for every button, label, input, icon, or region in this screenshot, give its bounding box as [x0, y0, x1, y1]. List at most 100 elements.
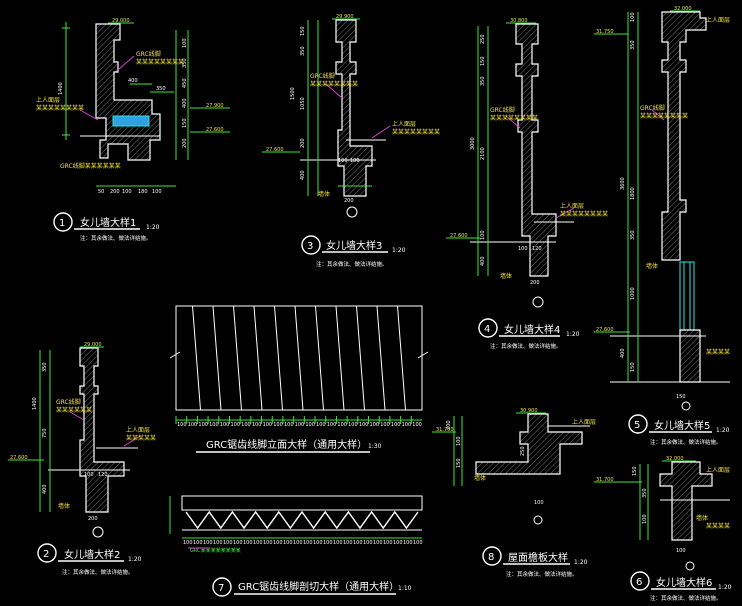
dim-text: 100: [209, 422, 219, 428]
dim-text: 100: [353, 540, 363, 546]
svg-text:200: 200: [446, 420, 452, 430]
svg-text:墙体: 墙体: [474, 474, 486, 482]
svg-text:450: 450: [182, 78, 188, 88]
svg-text:注：其余做法、做法详结施。: 注：其余做法、做法详结施。: [316, 260, 388, 268]
svg-text:350: 350: [630, 40, 636, 50]
svg-text:GRC线脚: GRC线脚: [640, 104, 665, 112]
parapet-section: [661, 11, 707, 261]
svg-text:27.600: 27.600: [10, 455, 28, 461]
svg-text:200: 200: [344, 198, 354, 204]
dim-text: 100: [343, 540, 353, 546]
svg-text:1:20: 1:20: [716, 427, 730, 434]
svg-text:30.800: 30.800: [510, 18, 528, 24]
detail-1: 1400 100 350 450 400 150 200 50 200 100 …: [36, 18, 230, 242]
dim-text: 100: [393, 540, 403, 546]
dim-text: 100: [412, 422, 422, 428]
dim-text: 100: [402, 422, 412, 428]
svg-text:350: 350: [182, 58, 188, 68]
dim-text: 100: [203, 540, 213, 546]
svg-text:注：其余做法、做法详结施。: 注：其余做法、做法详结施。: [62, 568, 134, 576]
svg-text:100: 100: [350, 158, 360, 164]
dim-text: 100: [177, 422, 187, 428]
svg-text:200: 200: [182, 138, 188, 148]
svg-text:6: 6: [636, 577, 642, 588]
dim-text: 100: [403, 540, 413, 546]
dim-text: 100: [370, 422, 380, 428]
svg-text:31.700: 31.700: [436, 427, 454, 433]
svg-text:3: 3: [307, 241, 313, 252]
dim-text: 100: [333, 540, 343, 546]
dim-text: 100: [273, 540, 283, 546]
dim-text: 100: [373, 540, 383, 546]
parapet-section: [335, 19, 373, 197]
svg-text:120: 120: [98, 472, 108, 478]
svg-text:某某某某某某: 某某某某某某: [56, 407, 92, 414]
svg-text:100: 100: [84, 472, 94, 478]
svg-text:1050: 1050: [300, 97, 306, 110]
svg-text:1:20: 1:20: [574, 559, 588, 566]
svg-text:350: 350: [156, 86, 166, 92]
panel-joint-line: [212, 305, 222, 411]
dim-text: 100: [273, 422, 283, 428]
svg-text:GRC线脚: GRC线脚: [136, 50, 161, 58]
svg-text:400: 400: [300, 170, 306, 180]
dim-text: 100: [243, 540, 253, 546]
svg-text:某某某某某某某某: 某某某某某某某某: [392, 129, 440, 136]
svg-text:100: 100: [518, 246, 528, 252]
dim-text: 100: [383, 540, 393, 546]
svg-text:32.000: 32.000: [666, 456, 684, 462]
svg-text:3000: 3000: [470, 137, 476, 150]
dim-text: 100: [230, 422, 240, 428]
detail-3: 150 350 1500 1050 200 400 100 100 200 29…: [262, 14, 440, 268]
dim-text: 100: [337, 422, 347, 428]
svg-text:150: 150: [182, 118, 188, 128]
svg-text:350: 350: [300, 46, 306, 56]
svg-text:某某某某某某某某: 某某某某某某某某: [310, 81, 358, 88]
dim-text: 100: [359, 422, 369, 428]
panel-joint-line: [274, 305, 283, 411]
svg-text:上人面层: 上人面层: [560, 202, 584, 210]
svg-text:墙体: 墙体: [58, 502, 70, 510]
svg-text:250: 250: [480, 34, 486, 44]
dim-text: 100: [391, 422, 401, 428]
detail-2: 1400 350 750 400 100 120 200 29.000 27.6…: [8, 342, 156, 576]
svg-text:女儿墙大样5: 女儿墙大样5: [654, 419, 710, 432]
svg-text:100: 100: [642, 514, 648, 524]
svg-text:注：其余做法、做法详结施。: 注：其余做法、做法详结施。: [490, 342, 562, 350]
elevation-title: GRC锯齿线脚立面大样（通用大样）: [206, 438, 367, 451]
svg-text:27.600: 27.600: [206, 127, 224, 133]
svg-text:32.000: 32.000: [674, 6, 692, 12]
svg-text:100: 100: [630, 12, 636, 22]
dim-text: 100: [193, 540, 203, 546]
detail-note: 注：其余做法、做法详结施。: [80, 234, 152, 242]
panel-joint-line: [397, 305, 406, 411]
detail-5: 100 350 3600 1800 350 1000 400 150 150 3…: [594, 6, 730, 446]
eave-section: [475, 413, 583, 475]
elevation-outline: [175, 305, 423, 411]
dim-text: 100: [263, 422, 273, 428]
svg-text:上人面层: 上人面层: [392, 120, 416, 128]
svg-text:150: 150: [630, 362, 636, 372]
dim-text: 100: [295, 422, 305, 428]
svg-text:1:20: 1:20: [392, 247, 406, 254]
panel-joint-line: [335, 305, 345, 411]
svg-text:150: 150: [632, 466, 638, 476]
dim-text: 100: [223, 540, 233, 546]
svg-text:100: 100: [122, 189, 132, 195]
svg-text:120: 120: [532, 246, 542, 252]
dim-text: 100: [327, 422, 337, 428]
elevation-slant-lines: [192, 305, 406, 411]
dim-text: 100: [263, 540, 273, 546]
svg-text:350: 350: [642, 488, 648, 498]
svg-text:墙体: 墙体: [696, 514, 708, 522]
svg-text:注：其余做法、做法详结施。: 注：其余做法、做法详结施。: [506, 570, 578, 578]
svg-text:某某某某某某某某: 某某某某某某某某: [490, 115, 538, 122]
insulation-layer: [112, 115, 150, 127]
svg-text:150: 150: [456, 458, 462, 468]
svg-text:某某某某: 某某某某: [706, 523, 730, 530]
svg-text:7: 7: [218, 583, 224, 594]
dim-text: 100: [284, 422, 294, 428]
svg-text:400: 400: [182, 98, 188, 108]
